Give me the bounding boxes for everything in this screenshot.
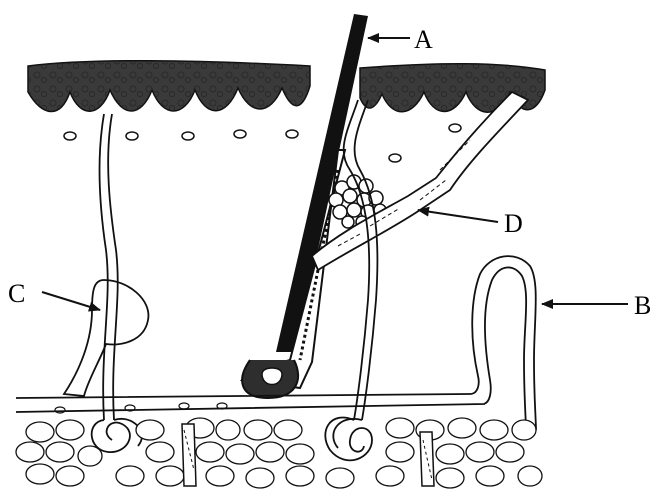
label-b: B <box>634 291 651 320</box>
dermis-capillary-dots <box>64 124 461 162</box>
label-d: D <box>504 209 523 238</box>
epidermis-layer <box>28 61 545 113</box>
base-membrane <box>16 256 536 430</box>
label-a: A <box>414 25 433 54</box>
left-sweat-gland <box>92 114 142 452</box>
hair-follicle-bulb <box>242 360 298 398</box>
pointer-c <box>42 292 100 310</box>
blob-c-outline <box>64 280 148 396</box>
subcutaneous-fat-layer <box>16 416 542 488</box>
pointer-d <box>418 210 498 222</box>
label-c: C <box>8 279 25 308</box>
